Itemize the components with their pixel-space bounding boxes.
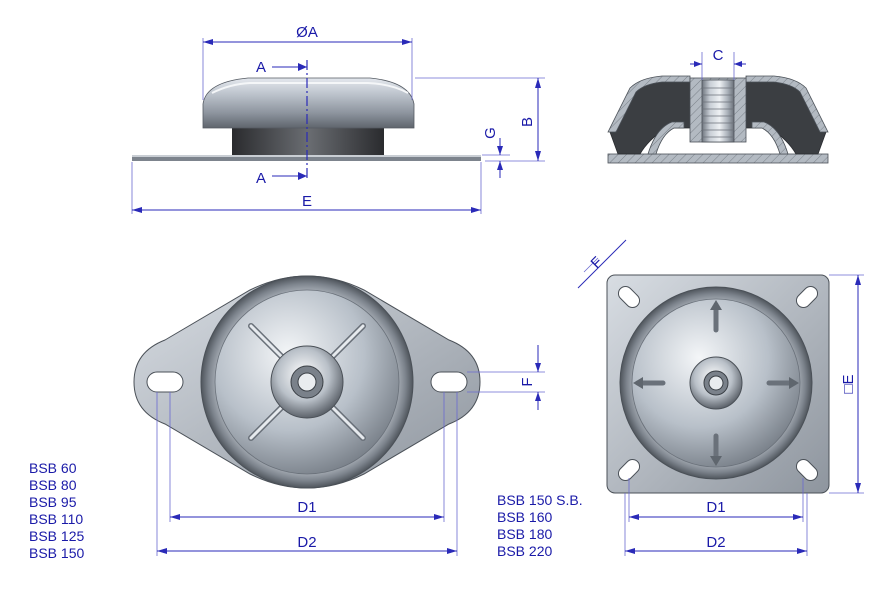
model-list-square: BSB 150 S.B. BSB 160 BSB 180 BSB 220 [497,492,583,560]
dim-label-d2-square: D2 [706,534,725,551]
mounting-holes [617,285,819,482]
dim-label-d2-diamond: D2 [297,534,316,551]
rubber-body [232,128,384,155]
model-item: BSB 60 [29,460,77,476]
top-view-diamond: F D1 D2 [133,275,545,556]
model-item: BSB 180 [497,526,553,542]
model-item: BSB 150 [29,545,85,561]
center-hole-square [708,375,724,391]
model-item: BSB 80 [29,477,77,493]
dim-label-a: ØA [296,24,318,41]
model-item: BSB 110 [29,511,84,527]
dim-label-f-diamond: F [519,377,536,386]
model-item: BSB 95 [29,494,77,510]
dim-label-b: B [519,117,536,127]
dim-label-c: C [713,47,724,64]
section-label-bottom: A [256,170,266,187]
section-view: C [607,47,829,164]
model-item: BSB 150 S.B. [497,492,583,508]
top-cup [202,77,415,129]
center-hole [297,372,317,392]
mounting-slot-left [146,371,184,393]
side-view: A A ØA B G E [131,24,545,214]
model-item: BSB 220 [497,543,553,559]
model-list-diamond: BSB 60 BSB 80 BSB 95 BSB 110 BSB 125 BSB… [29,460,84,562]
model-item: BSB 125 [29,528,85,544]
dim-label-d1-square: D1 [706,499,725,516]
dim-label-square-e: □E [840,374,857,393]
dim-label-g: G [482,127,499,139]
dim-label-f-square: F [588,254,607,273]
top-view-square: F □E D1 D2 [577,239,864,556]
thread-lines [702,87,734,138]
model-item: BSB 160 [497,509,553,525]
section-label-top: A [256,59,266,76]
dim-label-e: E [302,193,312,210]
dim-label-d1-diamond: D1 [297,499,316,516]
mounting-slot-right [430,371,468,393]
